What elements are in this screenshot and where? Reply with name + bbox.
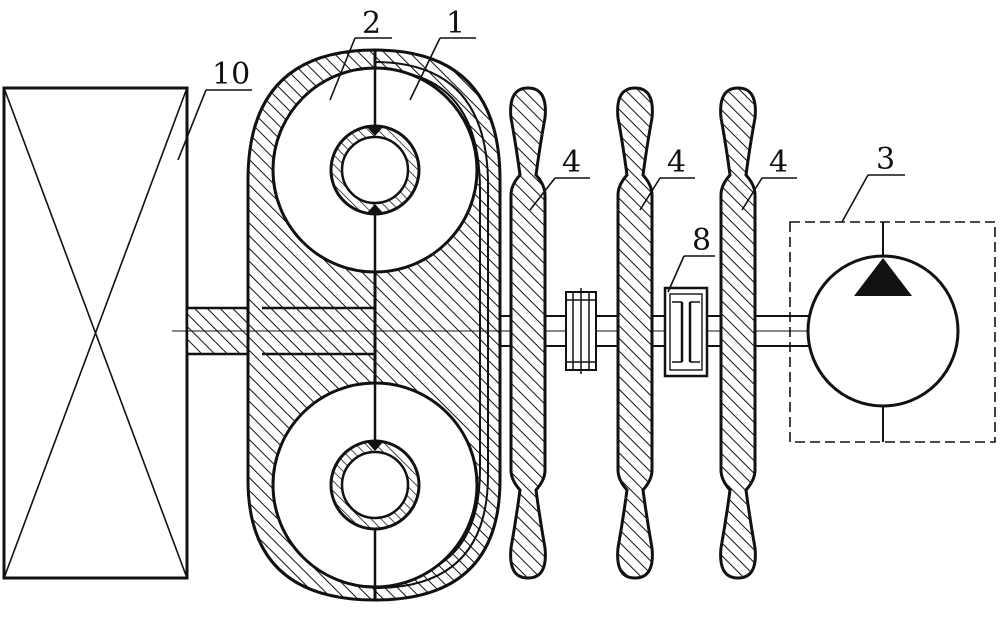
label-10: 10: [212, 57, 250, 92]
label-4-a: 4: [562, 145, 581, 180]
label-2: 2: [362, 6, 381, 41]
disc-3: [721, 88, 756, 578]
label-4-b: 4: [667, 145, 686, 180]
upper-wheel: [273, 68, 477, 272]
label-3: 3: [876, 142, 895, 177]
component-10-box: [4, 88, 187, 578]
component-3-pump: [790, 222, 995, 442]
disc-2: [618, 88, 653, 578]
shaft-coupling: [566, 288, 596, 374]
label-4-c: 4: [769, 145, 788, 180]
label-1: 1: [446, 6, 465, 41]
lower-wheel: [273, 383, 477, 587]
disc-1: [511, 88, 546, 578]
label-8: 8: [692, 223, 711, 258]
component-8-clutch: [665, 288, 707, 376]
